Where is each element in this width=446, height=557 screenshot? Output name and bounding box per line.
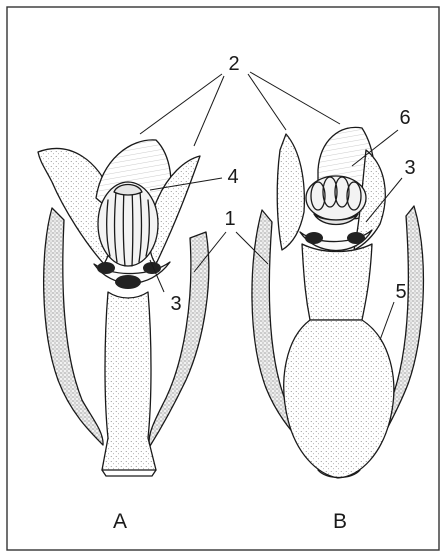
callout-3-b: 3 [404, 157, 415, 179]
callout-2: 2 [228, 53, 239, 75]
caption-b: B [333, 510, 347, 533]
callout-4: 4 [227, 166, 238, 188]
figure-frame [7, 7, 439, 550]
callout-6: 6 [399, 107, 410, 129]
gland-b-left [305, 232, 323, 244]
callout-5: 5 [395, 281, 406, 303]
tube-a [102, 292, 156, 470]
callout-1: 1 [224, 208, 235, 230]
gland-a-mid [115, 275, 141, 289]
neck-b [302, 244, 372, 320]
callout-3-a: 3 [170, 293, 181, 315]
caption-a: A [113, 510, 127, 533]
gland-b-right [347, 232, 365, 244]
gland-a-left [97, 262, 115, 274]
